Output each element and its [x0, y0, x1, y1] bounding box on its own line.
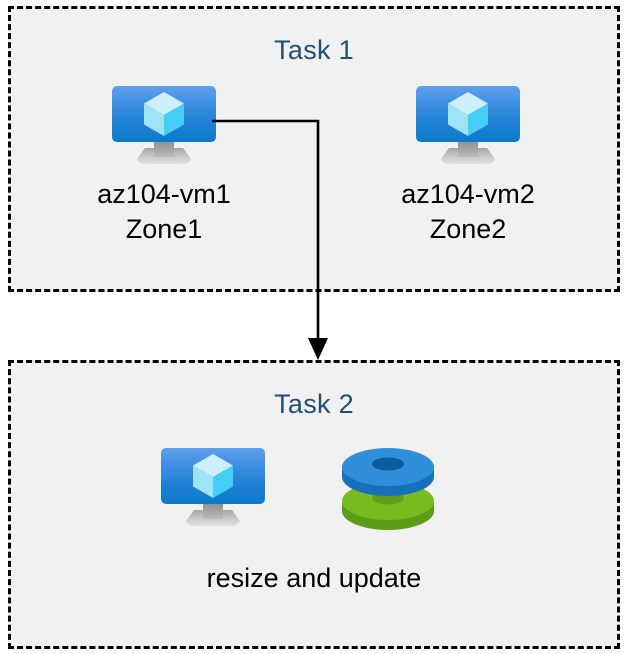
- blue-disc: [342, 448, 434, 496]
- task-2-title: Task 2: [274, 389, 354, 419]
- cube-glyph: [448, 92, 488, 136]
- cube-glyph: [193, 454, 233, 498]
- monitor-neck: [154, 141, 174, 157]
- disks-glyph: [342, 448, 434, 530]
- virtual-machine-icon-task2[interactable]: [161, 448, 265, 528]
- monitor-screen: [416, 86, 520, 142]
- monitor-screen: [112, 86, 216, 142]
- virtual-machine-icon-az104-vm2[interactable]: [416, 86, 520, 166]
- virtual-machine-icon-az104-vm1[interactable]: [112, 86, 216, 166]
- task-1-title: Task 1: [274, 35, 354, 65]
- az104-vm1-label: az104-vm1 Zone1: [97, 179, 231, 244]
- az104-vm2-label: az104-vm2 Zone2: [401, 179, 535, 244]
- down-arrow-icon: [308, 338, 328, 360]
- managed-disks-icon[interactable]: [338, 445, 438, 531]
- task-2-container: Task 2: [8, 360, 620, 649]
- cube-glyph: [144, 92, 184, 136]
- task-2-caption: resize and update: [206, 563, 422, 593]
- monitor-neck: [203, 503, 223, 519]
- monitor-neck: [458, 141, 478, 157]
- task-1-container: Task 1 az104-vm1 Zone1: [8, 6, 620, 292]
- monitor-screen: [161, 448, 265, 504]
